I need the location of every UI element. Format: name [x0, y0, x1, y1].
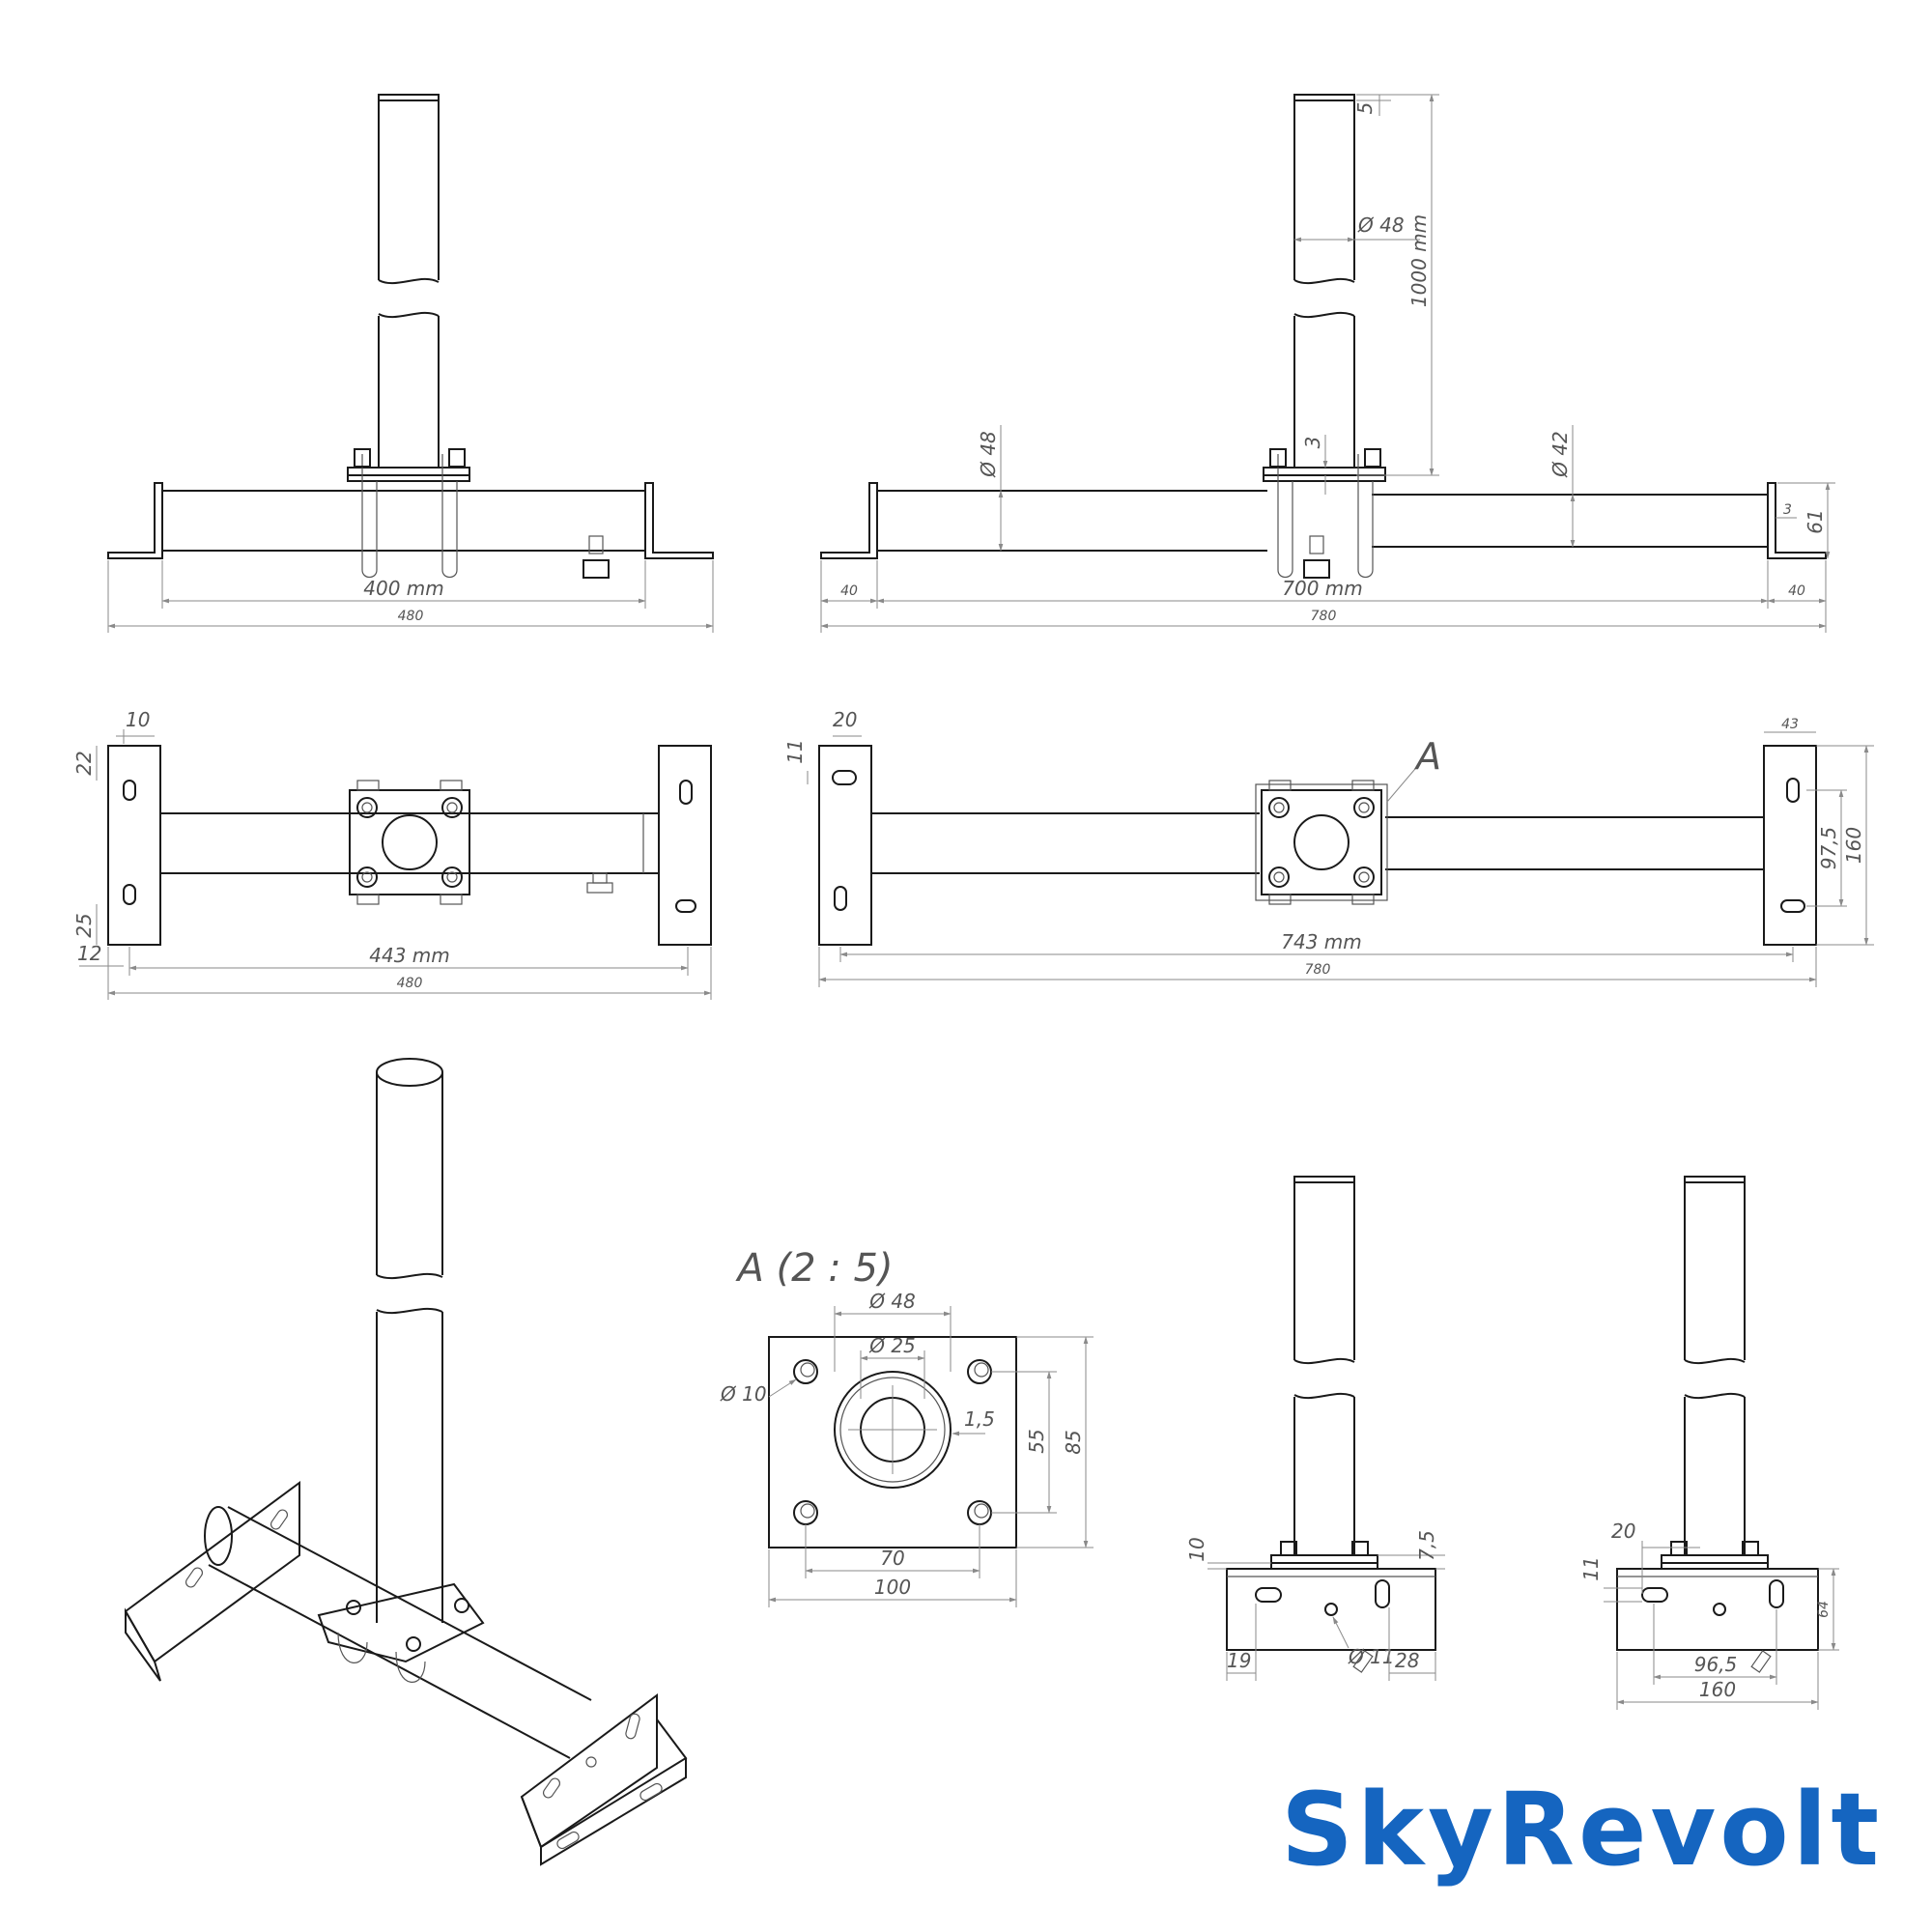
- front-view-700-dims: 1000 mm 5 Ø 48 3 Ø 48 Ø 42 3 61: [820, 94, 1835, 633]
- dim-span: 743 mm: [1281, 930, 1362, 953]
- dim-plate-h: 85: [1062, 1430, 1085, 1454]
- side-view-right: [1616, 1176, 1819, 1673]
- detail-a-dims: Ø 48 Ø 25 Ø 10 1,5 55 85 70 100: [720, 1290, 1094, 1607]
- dim-hole-pitch-h: 70: [880, 1547, 904, 1570]
- dim-clamp-offset: 3: [1301, 437, 1324, 449]
- dim-left-pipe-dia: Ø 48: [977, 431, 1000, 478]
- side-view-left: [1226, 1176, 1436, 1673]
- dim-slot-spacing: 97,5: [1817, 827, 1840, 870]
- dim-right-offset: 28: [1395, 1649, 1419, 1672]
- top-view-700: [818, 745, 1817, 946]
- dim-slot-x: 20: [833, 708, 857, 731]
- brand-logo: SkyRevolt: [1281, 1771, 1883, 1889]
- dim-total: 780: [1311, 609, 1337, 624]
- side-view-left-dims: 10 7,5 Ø 11 19 28: [1185, 1530, 1445, 1681]
- dim-left-margin: 40: [840, 583, 858, 599]
- dim-total: 780: [1305, 962, 1331, 978]
- dim-plate-thickness: 10: [1185, 1537, 1208, 1561]
- detail-a-callout: A: [1413, 735, 1441, 778]
- dim-span: 443 mm: [369, 944, 450, 967]
- isometric-view: [124, 1058, 688, 1866]
- dim-bracket-height: 61: [1804, 509, 1827, 533]
- dim-plate-w: 100: [874, 1576, 911, 1599]
- dim-total: 480: [397, 976, 423, 991]
- dim-right-margin: 40: [1788, 583, 1805, 599]
- dim-span: 400 mm: [363, 577, 444, 600]
- dim-inner-dia: Ø 25: [868, 1334, 916, 1357]
- front-view-700: [820, 94, 1827, 579]
- dim-right-pipe-dia: Ø 42: [1548, 431, 1572, 478]
- dim-slot-height: 11: [1579, 1556, 1603, 1580]
- dim-outer-dia: Ø 48: [868, 1290, 916, 1313]
- dim-plate-height: 160: [1842, 827, 1865, 864]
- top-view-700-dims: 20 11 A 43 97,5 160 743 mm 780: [783, 708, 1874, 987]
- dim-slot-offset: 20: [1611, 1520, 1635, 1543]
- dim-plate-width: 43: [1781, 717, 1799, 732]
- dim-hole-pitch-v: 55: [1025, 1429, 1048, 1453]
- top-view-400: [107, 745, 712, 946]
- dim-slot-top: 22: [72, 751, 96, 775]
- dim-pipe-length: 1000 mm: [1407, 214, 1431, 307]
- dim-pipe-dia: Ø 48: [1357, 213, 1405, 237]
- dim-bracket-gap: 3: [1783, 502, 1792, 518]
- dim-slot-bottom: 25: [72, 913, 96, 937]
- dim-slot-top: 11: [783, 739, 807, 763]
- dim-height: 64: [1816, 1601, 1832, 1618]
- dim-slot-x: 10: [126, 708, 150, 731]
- dim-hole-dia: Ø 10: [720, 1382, 767, 1406]
- front-view-400: [107, 94, 714, 579]
- dim-top-offset: 5: [1353, 102, 1377, 115]
- dim-slot-edge: 12: [77, 942, 101, 965]
- front-view-400-dims: 400 mm 480: [107, 560, 714, 633]
- dim-width: 160: [1699, 1678, 1736, 1701]
- top-view-400-dims: 10 22 25 12 443 mm 480: [72, 708, 712, 1000]
- detail-a-view: A (2 : 5): [734, 1246, 1017, 1548]
- dim-span: 700 mm: [1282, 577, 1363, 600]
- dim-wall: 1,5: [964, 1407, 995, 1431]
- side-view-right-dims: 20 11 64 96,5 160: [1579, 1520, 1839, 1710]
- detail-a-title: A (2 : 5): [734, 1246, 893, 1291]
- dim-slot-spacing: 96,5: [1694, 1653, 1738, 1676]
- dim-nut-height: 7,5: [1415, 1530, 1438, 1561]
- dim-left-offset: 19: [1227, 1649, 1251, 1672]
- dim-hole-dia: Ø 11: [1348, 1645, 1395, 1668]
- dim-total: 480: [398, 609, 424, 624]
